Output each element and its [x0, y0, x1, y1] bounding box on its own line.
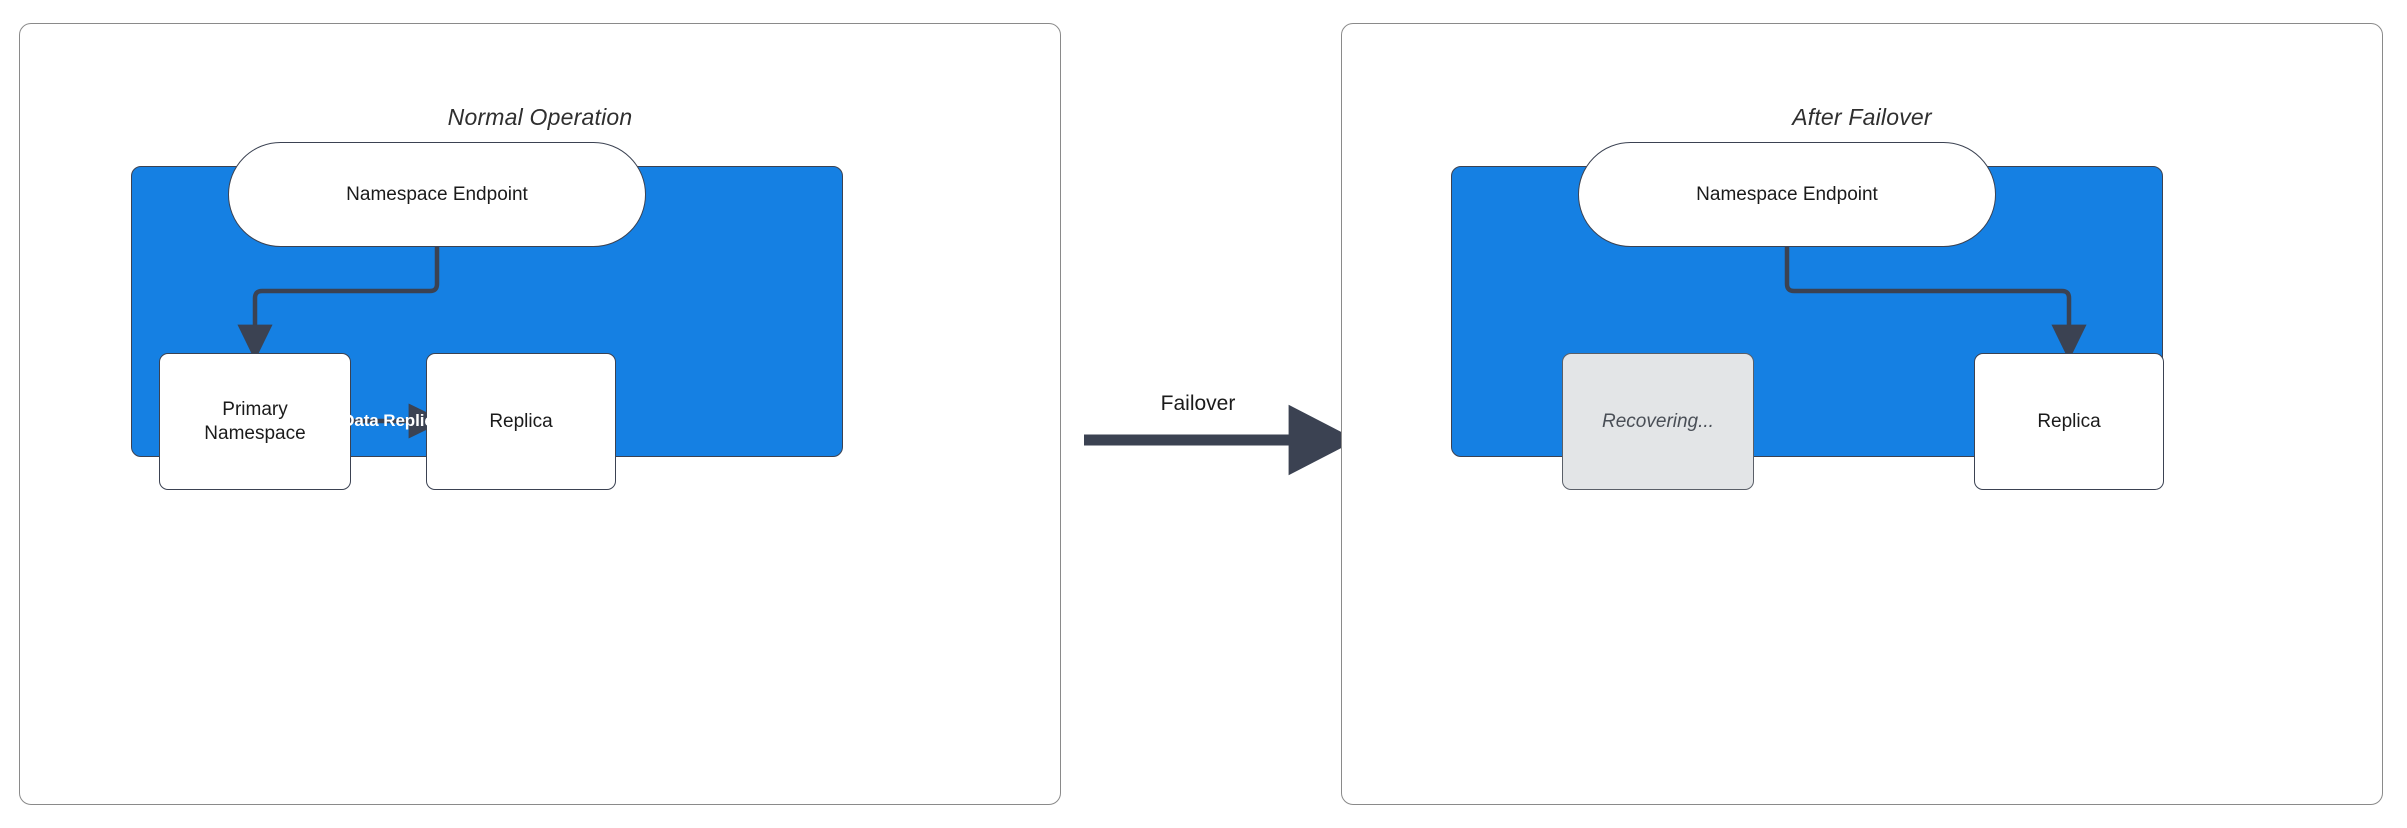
node-replica-failover[interactable]: Replica [1974, 353, 2164, 490]
edge-label-failover: Failover [1160, 392, 1236, 415]
node-label: Primary Namespace [204, 398, 305, 446]
node-label: Replica [2037, 410, 2101, 432]
edge-endpoint-to-replica [1784, 247, 2087, 361]
node-label: Namespace Endpoint [1696, 183, 1878, 205]
node-primary-namespace[interactable]: Primary Namespace [159, 353, 351, 490]
node-label-line2: Namespace [204, 422, 306, 444]
panel-title-after-failover: After Failover [1792, 104, 1932, 130]
panel-normal-operation: Normal Operation [19, 23, 1061, 805]
node-label-line1: Primary [222, 398, 288, 420]
group-container-after-failover: Namespace Endpoint Recovering... Replica [1451, 142, 2164, 490]
node-label: Recovering... [1602, 410, 1714, 432]
edge-endpoint-to-primary [237, 247, 440, 361]
node-namespace-endpoint-normal[interactable]: Namespace Endpoint [228, 142, 646, 247]
node-label: Replica [489, 410, 553, 432]
panel-title-normal-operation: Normal Operation [447, 104, 633, 130]
node-namespace-endpoint-failover[interactable]: Namespace Endpoint [1578, 142, 1996, 247]
panel-after-failover: After Failover Namespace Endpoint Recove… [1341, 23, 2383, 805]
node-label: Namespace Endpoint [346, 183, 528, 205]
node-replica-normal[interactable]: Replica [426, 353, 616, 490]
group-container-normal-operation: Namespace Endpoint Primary Namespace Rep… [131, 142, 843, 490]
edge-label-data-replication: Data Replication [342, 411, 474, 430]
node-recovering[interactable]: Recovering... [1562, 353, 1754, 490]
